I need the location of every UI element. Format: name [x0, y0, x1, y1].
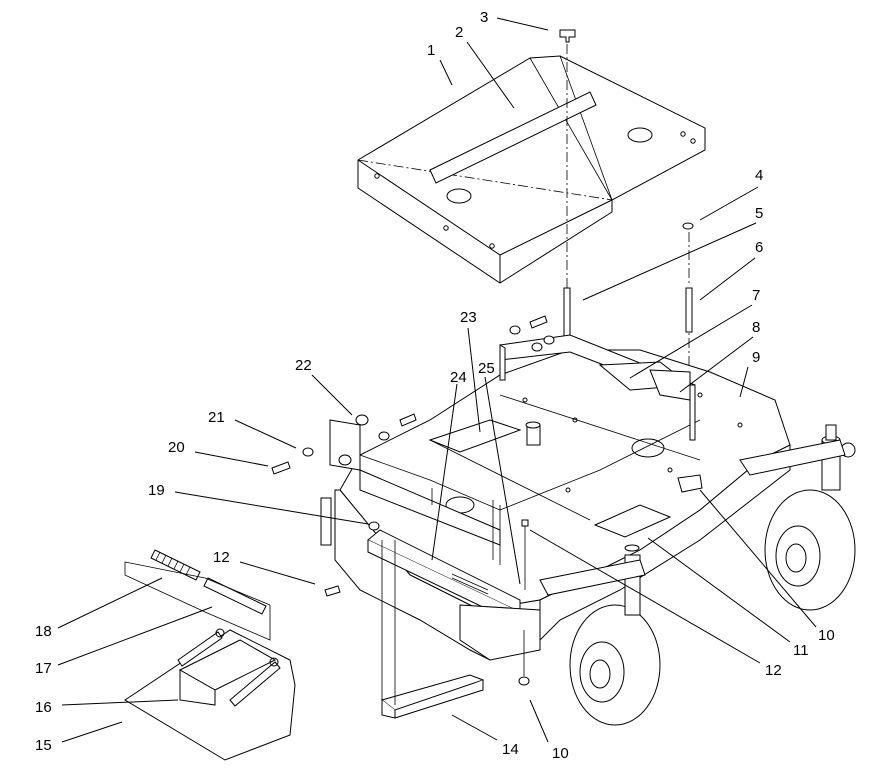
- callout-10-rear: 10: [818, 627, 835, 644]
- callout-2: 2: [455, 24, 463, 41]
- fasteners: [271, 315, 555, 686]
- callout-23: 23: [460, 309, 477, 326]
- callout-18: 18: [35, 623, 52, 640]
- callout-9: 9: [752, 349, 760, 366]
- callout-8: 8: [752, 319, 760, 336]
- callout-5: 5: [755, 205, 763, 222]
- caster-wheel-rear: [739, 424, 856, 611]
- spring: [150, 549, 201, 581]
- support-rod-long: [685, 287, 693, 333]
- callout-17: 17: [35, 660, 52, 677]
- callout-21: 21: [208, 409, 225, 426]
- deck-decal-upper: [428, 419, 522, 453]
- rod: [203, 577, 267, 615]
- callout-6: 6: [755, 239, 763, 256]
- discharge-chute: [124, 628, 296, 761]
- callout-22: 22: [295, 357, 312, 374]
- callout-15: 15: [35, 737, 52, 754]
- callout-3: 3: [480, 9, 488, 26]
- support-rod: [563, 287, 571, 341]
- leader-lines: [57, 17, 817, 743]
- callout-labels: 1 2 3 4 5 6 7 8 9 10 11 12 10 14 15 16 1…: [35, 9, 835, 762]
- callout-20: 20: [168, 439, 185, 456]
- callout-7: 7: [752, 287, 760, 304]
- caster-wheel-front: [539, 544, 661, 726]
- idler-arm: [677, 474, 703, 493]
- knob: [559, 29, 576, 43]
- washer: [682, 222, 694, 230]
- callout-24: 24: [450, 369, 467, 386]
- callout-19: 19: [148, 482, 165, 499]
- callout-16: 16: [35, 699, 52, 716]
- callout-14: 14: [502, 741, 519, 758]
- deck-cover: [357, 55, 706, 284]
- deck-frame: [320, 334, 703, 590]
- deflector-plate: [380, 540, 485, 719]
- decal-strip: [429, 91, 597, 184]
- callout-11: 11: [793, 642, 809, 659]
- callout-12-rear: 12: [765, 662, 782, 679]
- callout-12-front: 12: [213, 549, 230, 566]
- bumper-bar: [367, 529, 541, 661]
- callout-4: 4: [755, 167, 763, 184]
- deck-decal-lower: [593, 504, 672, 538]
- callout-25: 25: [478, 360, 495, 377]
- callout-10-front: 10: [552, 745, 569, 762]
- callout-1: 1: [427, 42, 435, 59]
